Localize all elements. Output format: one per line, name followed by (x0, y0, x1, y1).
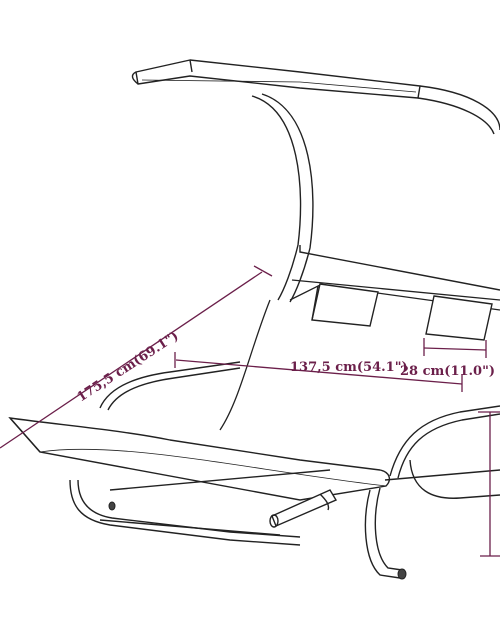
canopy (131, 59, 421, 99)
length-label: 175,5 cm(69.1") (75, 329, 182, 406)
dimension-lines (0, 265, 500, 557)
pillow-dimension-line (423, 347, 487, 351)
seat-fabric (8, 417, 391, 501)
pillow-right (425, 295, 493, 341)
armrest-left (99, 361, 241, 411)
foot-caps (108, 501, 407, 580)
foot-bar (269, 489, 338, 528)
pillow-left (311, 283, 379, 327)
length-dimension-line (0, 271, 263, 449)
seat-dimension-line (175, 359, 463, 385)
curved-frame (251, 85, 500, 303)
length-dimension-tick (253, 265, 273, 277)
armrest-right (389, 405, 500, 499)
pillow-label: 28 cm(11.0") (400, 364, 495, 379)
rocker-base (69, 469, 500, 579)
seat-length-label: 137,5 cm(54.1") (290, 360, 408, 375)
